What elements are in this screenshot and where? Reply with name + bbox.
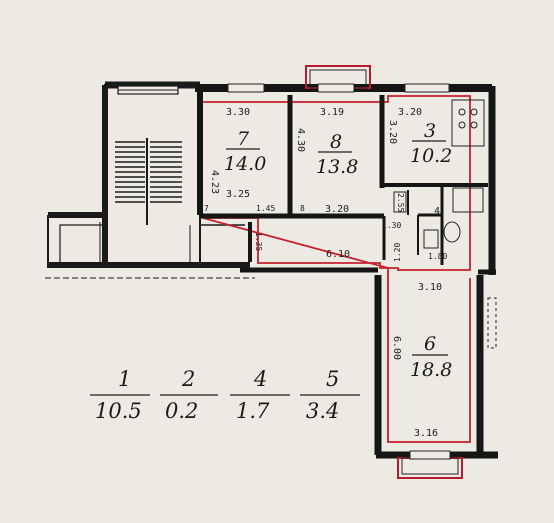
legend-4-number: 4 [253,367,267,391]
dim-mark-7: 7 [204,204,209,213]
legend-5-area: 3.4 [306,399,339,423]
room-8-area: 13.8 [316,156,358,178]
dim-small-a: 2.55 [396,193,405,212]
legend-1-area: 10.5 [95,399,142,423]
dim-r8-side: 4.30 [295,128,306,152]
legend-2-area: 0.2 [165,399,198,423]
dim-corridor-side: 1.35 [254,232,263,251]
windows [227,83,497,460]
room-8-number: 8 [330,131,342,153]
legend-4-area: 1.7 [236,399,270,423]
dim-bath: 1.20 [393,243,402,262]
dim-mark-8: 8 [300,204,305,213]
dim-r7-bottom: 3.25 [226,189,250,200]
dim-r6-top: 3.10 [418,282,442,293]
left-wing [45,212,255,279]
dim-corridor: 6.10 [326,249,350,260]
stair-steps-right [150,141,182,203]
dim-r7-top: 3.30 [226,107,250,118]
legend: 1 10.5 2 0.2 4 1.7 5 3.4 [90,367,360,423]
legend-2-number: 2 [181,367,195,391]
dim-hall-small: 1.80 [428,252,447,261]
room-7-number: 7 [237,128,250,150]
dim-small-b: 1.45 [256,204,275,213]
legend-5-number: 5 [326,367,339,391]
legend-1-number: 1 [118,367,131,391]
dim-r3-top: 3.20 [398,107,422,118]
room-7-area: 14.0 [224,153,266,175]
dim-wc: 1.30 [382,221,401,230]
kitchen-fixtures [393,99,485,249]
room-6-number: 6 [424,333,436,355]
stair-steps-left [115,141,145,203]
room-3-number: 3 [424,120,436,142]
dim-r6-side: 6.00 [391,336,402,360]
room-3-area: 10.2 [410,145,452,167]
room-6-area: 18.8 [410,359,452,381]
dim-r6-bottom: 3.16 [414,428,438,439]
dim-r7-side: 4.23 [209,170,220,194]
dim-r3-side: 3.20 [387,120,398,144]
room-4-number: 4 [434,206,440,217]
dim-r8-bottom: 3.20 [325,204,349,215]
interior-walls [197,88,488,265]
dim-r8-top: 3.19 [320,107,344,118]
